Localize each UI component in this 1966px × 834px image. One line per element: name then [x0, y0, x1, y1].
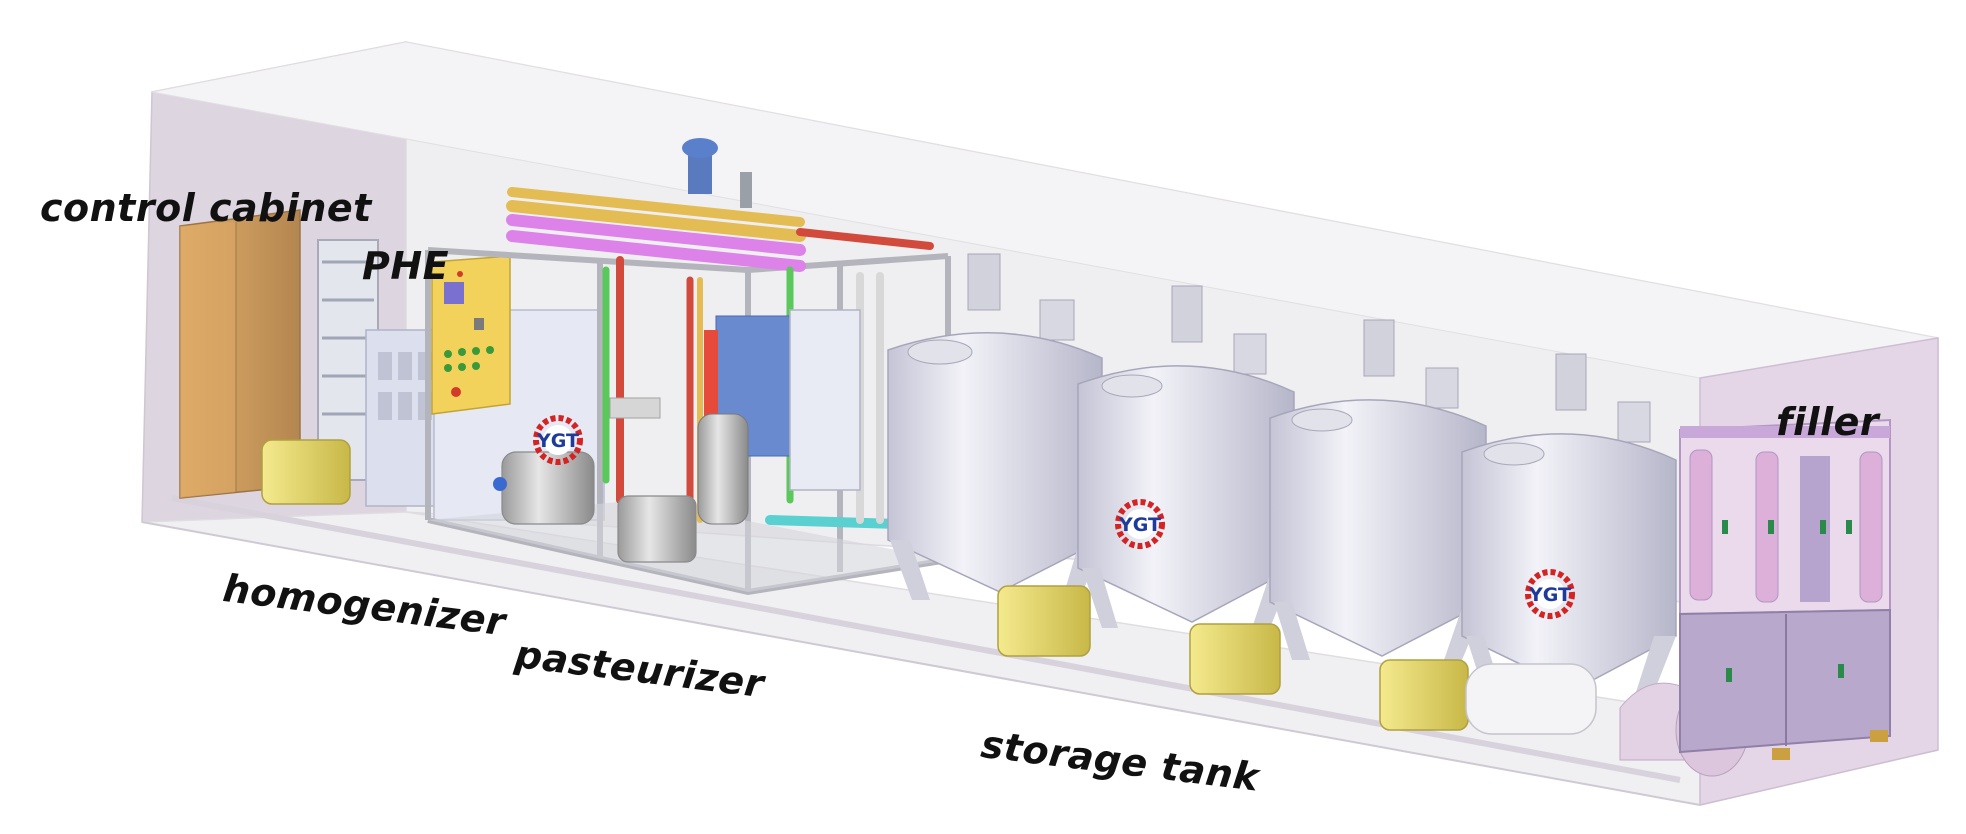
ygt-logo-1: YGT [533, 415, 583, 465]
ygt-logo-text: YGT [536, 430, 579, 452]
container-front-bottom-edge [141, 521, 1701, 806]
pasteurizer-control-panel [431, 255, 511, 415]
label-control-cabinet: control cabinet [40, 186, 372, 230]
ygt-logo-2: YGT [1115, 499, 1165, 549]
storage-tank-4 [1461, 353, 1677, 692]
storage-tank-1 [887, 253, 1103, 600]
label-filler: filler [1776, 400, 1880, 444]
ygt-logo-text: YGT [1528, 584, 1571, 606]
homogenizer-motor [261, 439, 351, 505]
tank-motor-3 [1379, 659, 1469, 731]
control-cabinet [179, 209, 301, 499]
storage-tanks [887, 253, 1749, 777]
ygt-logo-3: YGT [1525, 569, 1575, 619]
label-phe: PHE [362, 244, 450, 288]
filler-machine [1679, 418, 1891, 760]
pasteurizer-valve [682, 138, 752, 208]
tank-motor-1 [997, 585, 1091, 657]
ygt-logo-text: YGT [1118, 514, 1161, 536]
container-floor-rail [171, 495, 1681, 783]
tank-motor-2 [1189, 623, 1281, 695]
